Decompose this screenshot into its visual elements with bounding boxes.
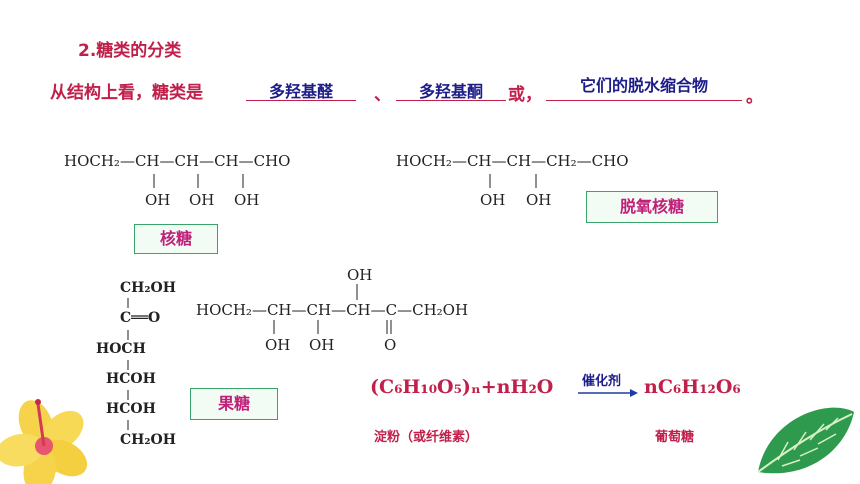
label-ribose: 核糖 [134,224,218,254]
product-name: 葡萄糖 [655,430,695,445]
fructose-h-formula: HOCH₂—CH—CH—CH—C—CH₂OH [196,301,469,319]
ribose-oh-3: OH [234,191,260,209]
label-fructose: 果糖 [190,388,278,420]
fructose-v-1: CH₂OH [120,280,176,296]
hibiscus-flower-decoration [0,399,88,484]
blank-aldehyde: 多羟基醛 [246,78,356,101]
ribose-formula: HOCH₂—CH—CH—CH—CHO [64,152,291,170]
label-deoxyribose: 脱氧核糖 [586,191,718,223]
section-heading: 2.糖类的分类 [78,41,182,61]
fructose-v-5: HCOH [106,401,156,417]
fructose-h-oh-2: OH [309,336,335,354]
ribose-oh-1: OH [145,191,171,209]
fructose-h-top-oh: OH [347,266,373,284]
reaction-product: nC₆H₁₂O₆ [644,376,741,398]
deoxyribose-oh-1: OH [480,191,506,209]
deoxyribose-oh-2: OH [526,191,552,209]
fructose-h-oh-1: OH [265,336,291,354]
deoxyribose-formula: HOCH₂—CH—CH—CH₂—CHO [396,152,629,170]
reaction-catalyst: 催化剂 [582,374,622,389]
green-leaf-decoration [757,407,854,474]
fructose-h-o: O [384,336,397,354]
separator-1: 、 [374,85,391,105]
fructose-v-6: CH₂OH [120,432,176,448]
sentence-prefix: 从结构上看，糖类是 [50,83,203,103]
reactant-name: 淀粉（或纤维素） [374,430,479,445]
reaction-arrow [578,388,640,398]
definition-sentence: 从结构上看，糖类是 [50,78,203,103]
sentence-end: 。 [746,87,763,107]
ribose-oh-2: OH [189,191,215,209]
fructose-v-4: HCOH [106,371,156,387]
fructose-v-3: HOCH [96,341,146,357]
blank-condensate: 它们的脱水缩合物 [546,72,742,101]
fructose-v-2: C══O [120,310,161,326]
reaction-reactant: (C₆H₁₀O₅)ₙ+nH₂O [370,376,554,398]
separator-2: 或， [508,85,542,105]
blank-ketone: 多羟基酮 [396,78,506,101]
